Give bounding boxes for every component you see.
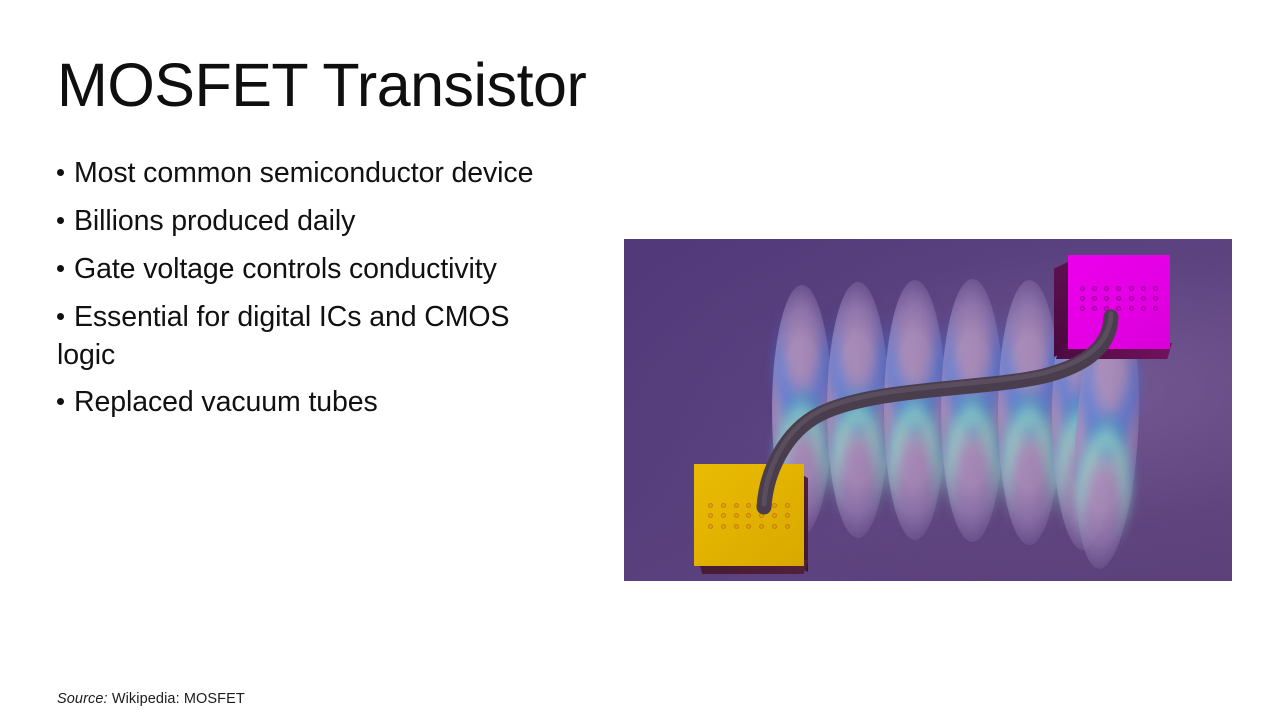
- list-item-label: Essential for digital ICs and CMOS logic: [57, 300, 510, 371]
- list-item-label: Most common semiconductor device: [74, 157, 534, 189]
- source-caption: Source: Wikipedia: MOSFET: [57, 691, 245, 707]
- bullet-list: Most common semiconductor device Billion…: [57, 155, 557, 432]
- block-left-face: [1054, 261, 1070, 357]
- yellow-drain-block: [694, 464, 808, 574]
- bullet-dot-icon: [57, 168, 64, 176]
- bullet-dot-icon: [57, 264, 64, 272]
- list-item: Replaced vacuum tubes: [57, 384, 557, 422]
- coil-capsule: [941, 279, 1004, 542]
- list-item: Billions produced daily: [57, 203, 557, 241]
- list-item-label: Replaced vacuum tubes: [74, 386, 378, 419]
- block-front-face: [1068, 255, 1170, 349]
- source-value: Wikipedia: MOSFET: [111, 691, 245, 707]
- bullet-dot-icon: [57, 312, 64, 320]
- coil-capsule: [884, 280, 946, 540]
- connecting-cable: [756, 309, 1119, 515]
- list-item: Most common semiconductor device: [57, 155, 557, 193]
- bullet-dot-icon: [57, 398, 64, 406]
- list-item: Gate voltage controls conductivity: [57, 251, 557, 289]
- source-label: Source:: [57, 691, 108, 707]
- coil-capsule: [998, 280, 1061, 545]
- mosfet-illustration: [624, 239, 1232, 581]
- list-item: Essential for digital ICs and CMOS logic: [57, 299, 557, 375]
- list-item-label: Gate voltage controls conductivity: [74, 252, 497, 285]
- magenta-gate-block: [1054, 255, 1172, 359]
- bullet-dot-icon: [57, 216, 64, 224]
- list-item-label: Billions produced daily: [74, 204, 356, 237]
- page-title: MOSFET Transistor: [57, 51, 587, 119]
- illustration-stage: [624, 239, 1232, 581]
- block-dot-pattern: [1068, 283, 1170, 313]
